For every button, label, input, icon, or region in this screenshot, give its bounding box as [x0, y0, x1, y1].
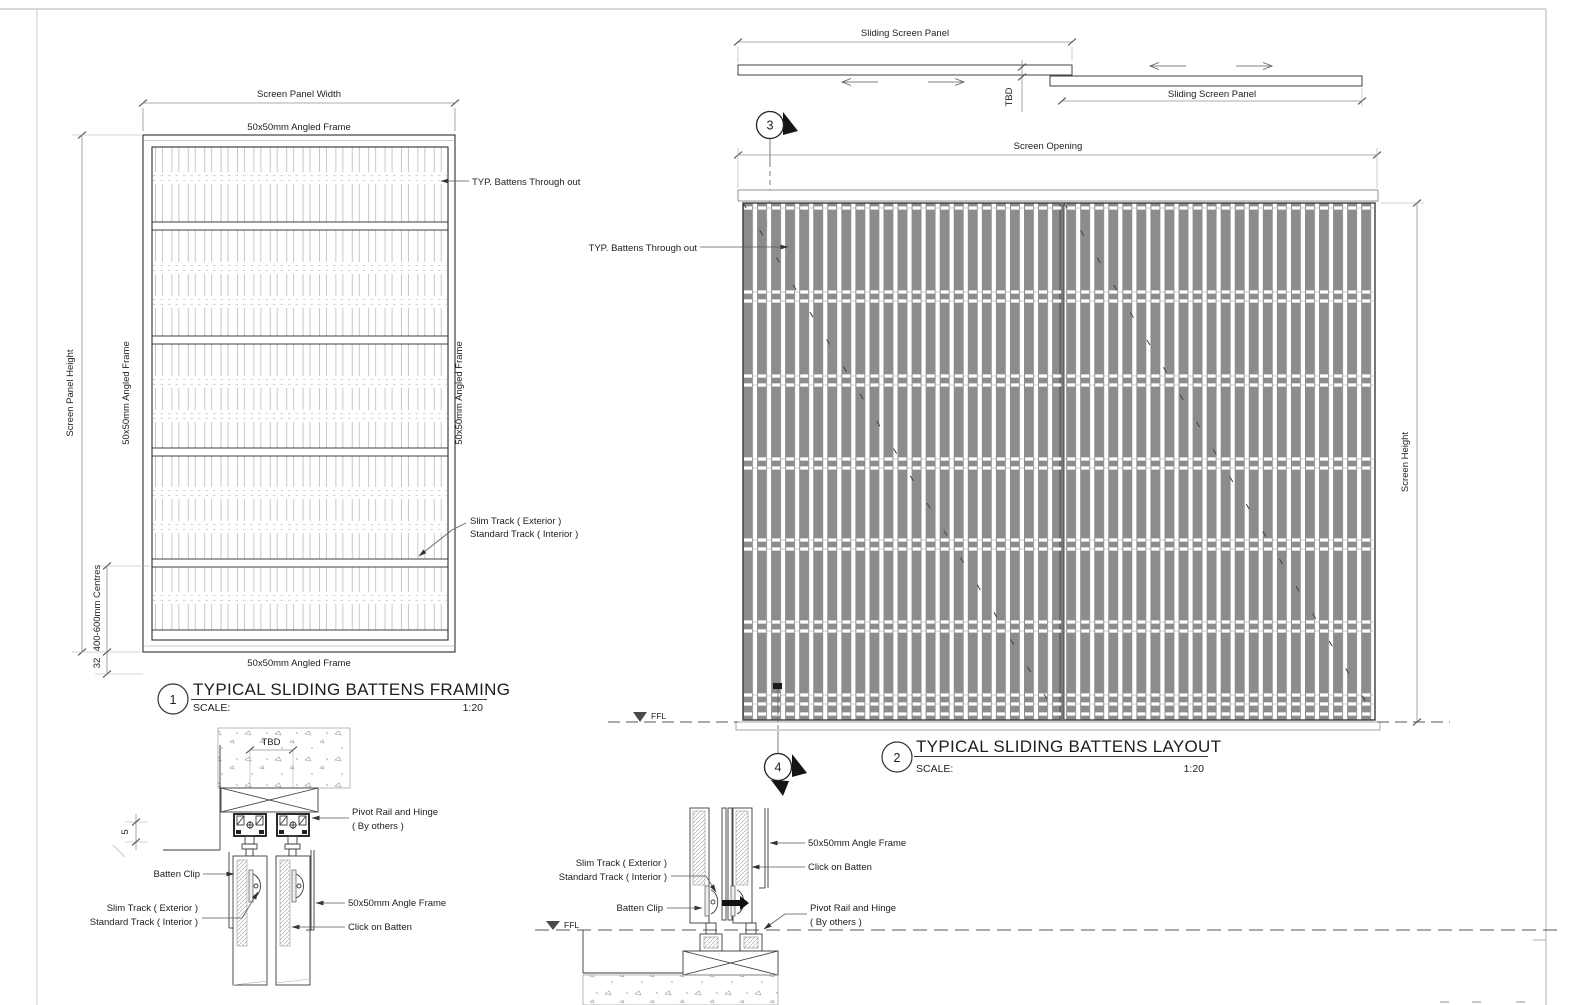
sill-ffl-label: FFL: [564, 920, 579, 930]
section-marker-4: 4: [763, 683, 807, 796]
head-detail: TBD 5: [90, 727, 446, 986]
sill-label-slim-track: Slim Track ( Exterior ): [576, 858, 667, 869]
sill-detail: FFL Slim Track ( Exterior ) Standard Tra…: [535, 807, 1558, 1005]
framing-scale-value: 1:20: [463, 702, 484, 714]
plan-view: Sliding Screen Panel Sliding Screen Pane…: [733, 28, 1367, 112]
framing-number: 1: [170, 693, 177, 707]
sill-label-standard-track: Standard Track ( Interior ): [559, 872, 667, 883]
panel1-diagonal: [742, 202, 1061, 721]
head-battens: [228, 850, 315, 986]
sill-labels: Slim Track ( Exterior ) Standard Track (…: [559, 838, 906, 930]
framing-scale-label: SCALE:: [193, 702, 230, 714]
head-track-band: [737, 189, 1379, 202]
framing-drawing: Screen Panel Width Screen Panel Height 4…: [65, 89, 581, 715]
head-label-click-batten: Click on Batten: [348, 922, 412, 933]
clip-arrow-icon: [722, 896, 749, 910]
dim-centres: 400-600mm Centres: [92, 564, 103, 651]
page-border: [0, 8, 1547, 1005]
battens-layout-drawing: Screen Opening Screen Height FFL TYP. Ba…: [589, 141, 1450, 775]
head-dim-5: 5: [120, 829, 131, 834]
sill-label-click-batten: Click on Batten: [808, 862, 872, 873]
framing-frame-top-label: 50x50mm Angled Frame: [247, 122, 351, 133]
framing-title-block: 1 TYPICAL SLIDING BATTENS FRAMING SCALE:…: [157, 680, 510, 715]
framing-frame-right-label: 50x50mm Angled Frame: [454, 341, 465, 445]
battens-panel: [742, 202, 1376, 721]
sill-ffl: FFL: [535, 920, 1558, 931]
sill-label-batten-clip: Batten Clip: [617, 903, 663, 914]
framing-callout-slim-track: Slim Track ( Exterior ): [470, 516, 561, 527]
layout-ffl-label: FFL: [651, 711, 666, 721]
framing-dimensions: Screen Panel Width Screen Panel Height 4…: [65, 89, 460, 678]
layout-scale-value: 1:20: [1184, 763, 1205, 775]
plan-left-panel-label: Sliding Screen Panel: [861, 28, 949, 39]
dim-screen-panel-width: Screen Panel Width: [257, 89, 341, 100]
section-marker-4-number: 4: [775, 761, 782, 775]
page-artifacts: [1440, 1001, 1525, 1003]
ffl-triangle-icon: [633, 712, 647, 722]
panel2-diagonal: [1063, 202, 1378, 721]
head-label-slim-track: Slim Track ( Exterior ): [107, 903, 198, 914]
head-concrete: [217, 727, 351, 789]
head-label-batten-clip: Batten Clip: [154, 869, 200, 880]
sill-label-pivot-2: ( By others ): [810, 917, 862, 928]
ffl-triangle-icon: [546, 921, 560, 930]
framing-inner-frame: [151, 146, 449, 641]
framing-title: TYPICAL SLIDING BATTENS FRAMING: [193, 680, 510, 699]
detail-number-circle: [881, 741, 913, 773]
dim-32: 32: [92, 658, 103, 669]
layout-title: TYPICAL SLIDING BATTENS LAYOUT: [916, 737, 1221, 756]
head-label-pivot-2: ( By others ): [352, 821, 404, 832]
head-labels: Batten Clip Slim Track ( Exterior ) Stan…: [90, 807, 446, 933]
detail-number-circle: [157, 683, 189, 715]
dim-screen-panel-height: Screen Panel Height: [65, 349, 76, 436]
head-label-standard-track: Standard Track ( Interior ): [90, 917, 198, 928]
framing-frame-left-label: 50x50mm Angled Frame: [121, 341, 132, 445]
dim-screen-height: Screen Height: [1400, 432, 1411, 493]
slide-direction-arrows: [840, 62, 1274, 86]
head-hinge-stems: [241, 835, 301, 857]
framing-callouts: TYP. Battens Through out Slim Track ( Ex…: [418, 177, 581, 557]
layout-ffl: FFL: [608, 711, 1450, 723]
head-pivot-right: [276, 813, 310, 837]
plan-right-panel-label: Sliding Screen Panel: [1168, 89, 1256, 100]
sill-substructure: [582, 922, 779, 1005]
dim-screen-opening: Screen Opening: [1014, 141, 1083, 152]
framing-frame-bottom-label: 50x50mm Angled Frame: [247, 658, 351, 669]
head-dim-tbd: TBD: [262, 737, 281, 748]
batten-rail-breaks: [744, 206, 1375, 716]
sill-track-band: [735, 721, 1381, 731]
head-blocking: [220, 787, 319, 813]
head-label-pivot-1: Pivot Rail and Hinge: [352, 807, 438, 818]
plan-gap-dim: TBD: [1004, 87, 1015, 106]
layout-scale-label: SCALE:: [916, 763, 953, 775]
framing-outer-frame: [142, 134, 456, 653]
layout-number: 2: [894, 751, 901, 765]
panel-seam: [1060, 203, 1064, 720]
sill-label-angle-frame: 50x50mm Angle Frame: [808, 838, 906, 849]
sill-label-pivot-1: Pivot Rail and Hinge: [810, 903, 896, 914]
head-label-angle-frame: 50x50mm Angle Frame: [348, 898, 446, 909]
layout-callout-battens: TYP. Battens Through out: [589, 243, 698, 254]
head-pivot-left: [233, 813, 267, 837]
plan-left-panel: [737, 64, 1073, 76]
framing-callout-battens: TYP. Battens Through out: [472, 177, 581, 188]
layout-title-block: 2 TYPICAL SLIDING BATTENS LAYOUT SCALE: …: [881, 737, 1221, 775]
framing-batten-texture: [153, 172, 447, 604]
sill-battens: [689, 807, 769, 924]
section-marker-3-number: 3: [767, 119, 774, 133]
framing-callout-standard-track: Standard Track ( Interior ): [470, 529, 578, 540]
plan-right-panel: [1049, 75, 1363, 87]
